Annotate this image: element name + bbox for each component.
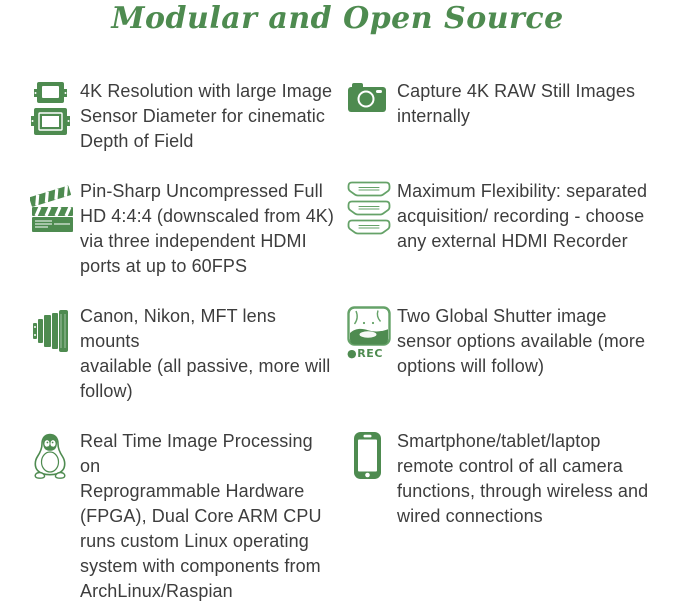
clapperboard-icon [30,181,73,233]
feature-text: Smartphone/tablet/laptop remote control … [397,431,649,526]
features-grid: 4K Resolution with large Image Sensor Di… [30,79,675,604]
feature-text: Capture 4K RAW Still Images internally [397,81,636,126]
clapperboard-icon-svg [30,185,73,232]
feature-fullhd-hdmi: Pin-Sharp Uncompressed Full HD 4:4:4 (do… [30,179,335,279]
hdmi-connectors-icon-svg [347,181,391,235]
feature-linux-fpga: Real Time Image Processing on Reprogramm… [30,429,335,604]
feature-text: Real Time Image Processing on Reprogramm… [80,431,322,601]
camera-icon-svg [348,83,386,112]
lens-mount-icon-svg [33,310,68,352]
smartphone-icon [347,431,389,481]
global-shutter-rec-icon-svg [347,306,391,346]
image-sensor-icon-svg [31,82,70,135]
image-sensor-icon [30,81,72,137]
lens-mount-icon [30,306,72,356]
feature-text: Canon, Nikon, MFT lens mounts available … [80,306,331,401]
rec-label: ●REC [347,347,384,360]
feature-text: Maximum Flexibility: separated acquisiti… [397,181,648,251]
global-shutter-rec-icon: ●REC [347,306,391,360]
feature-text: Two Global Shutter image sensor options … [397,306,646,376]
feature-lens-mounts: Canon, Nikon, MFT lens mounts available … [30,304,335,404]
feature-hdmi-recorder: Maximum Flexibility: separated acquisiti… [347,179,660,279]
feature-remote-control: Smartphone/tablet/laptop remote control … [347,429,660,604]
feature-4k-resolution: 4K Resolution with large Image Sensor Di… [30,79,335,154]
feature-global-shutter: ●REC Two Global Shutter image sensor opt… [347,304,660,404]
feature-text: Pin-Sharp Uncompressed Full HD 4:4:4 (do… [80,181,335,276]
camera-icon [347,81,389,113]
smartphone-icon-svg [354,432,381,479]
page-title: Modular and Open Source [111,1,564,36]
tux-linux-icon-svg [34,433,66,479]
feature-text: 4K Resolution with large Image Sensor Di… [80,81,333,151]
tux-linux-icon [30,431,72,479]
hdmi-connectors-icon [347,181,391,235]
feature-4k-raw-stills: Capture 4K RAW Still Images internally [347,79,660,154]
